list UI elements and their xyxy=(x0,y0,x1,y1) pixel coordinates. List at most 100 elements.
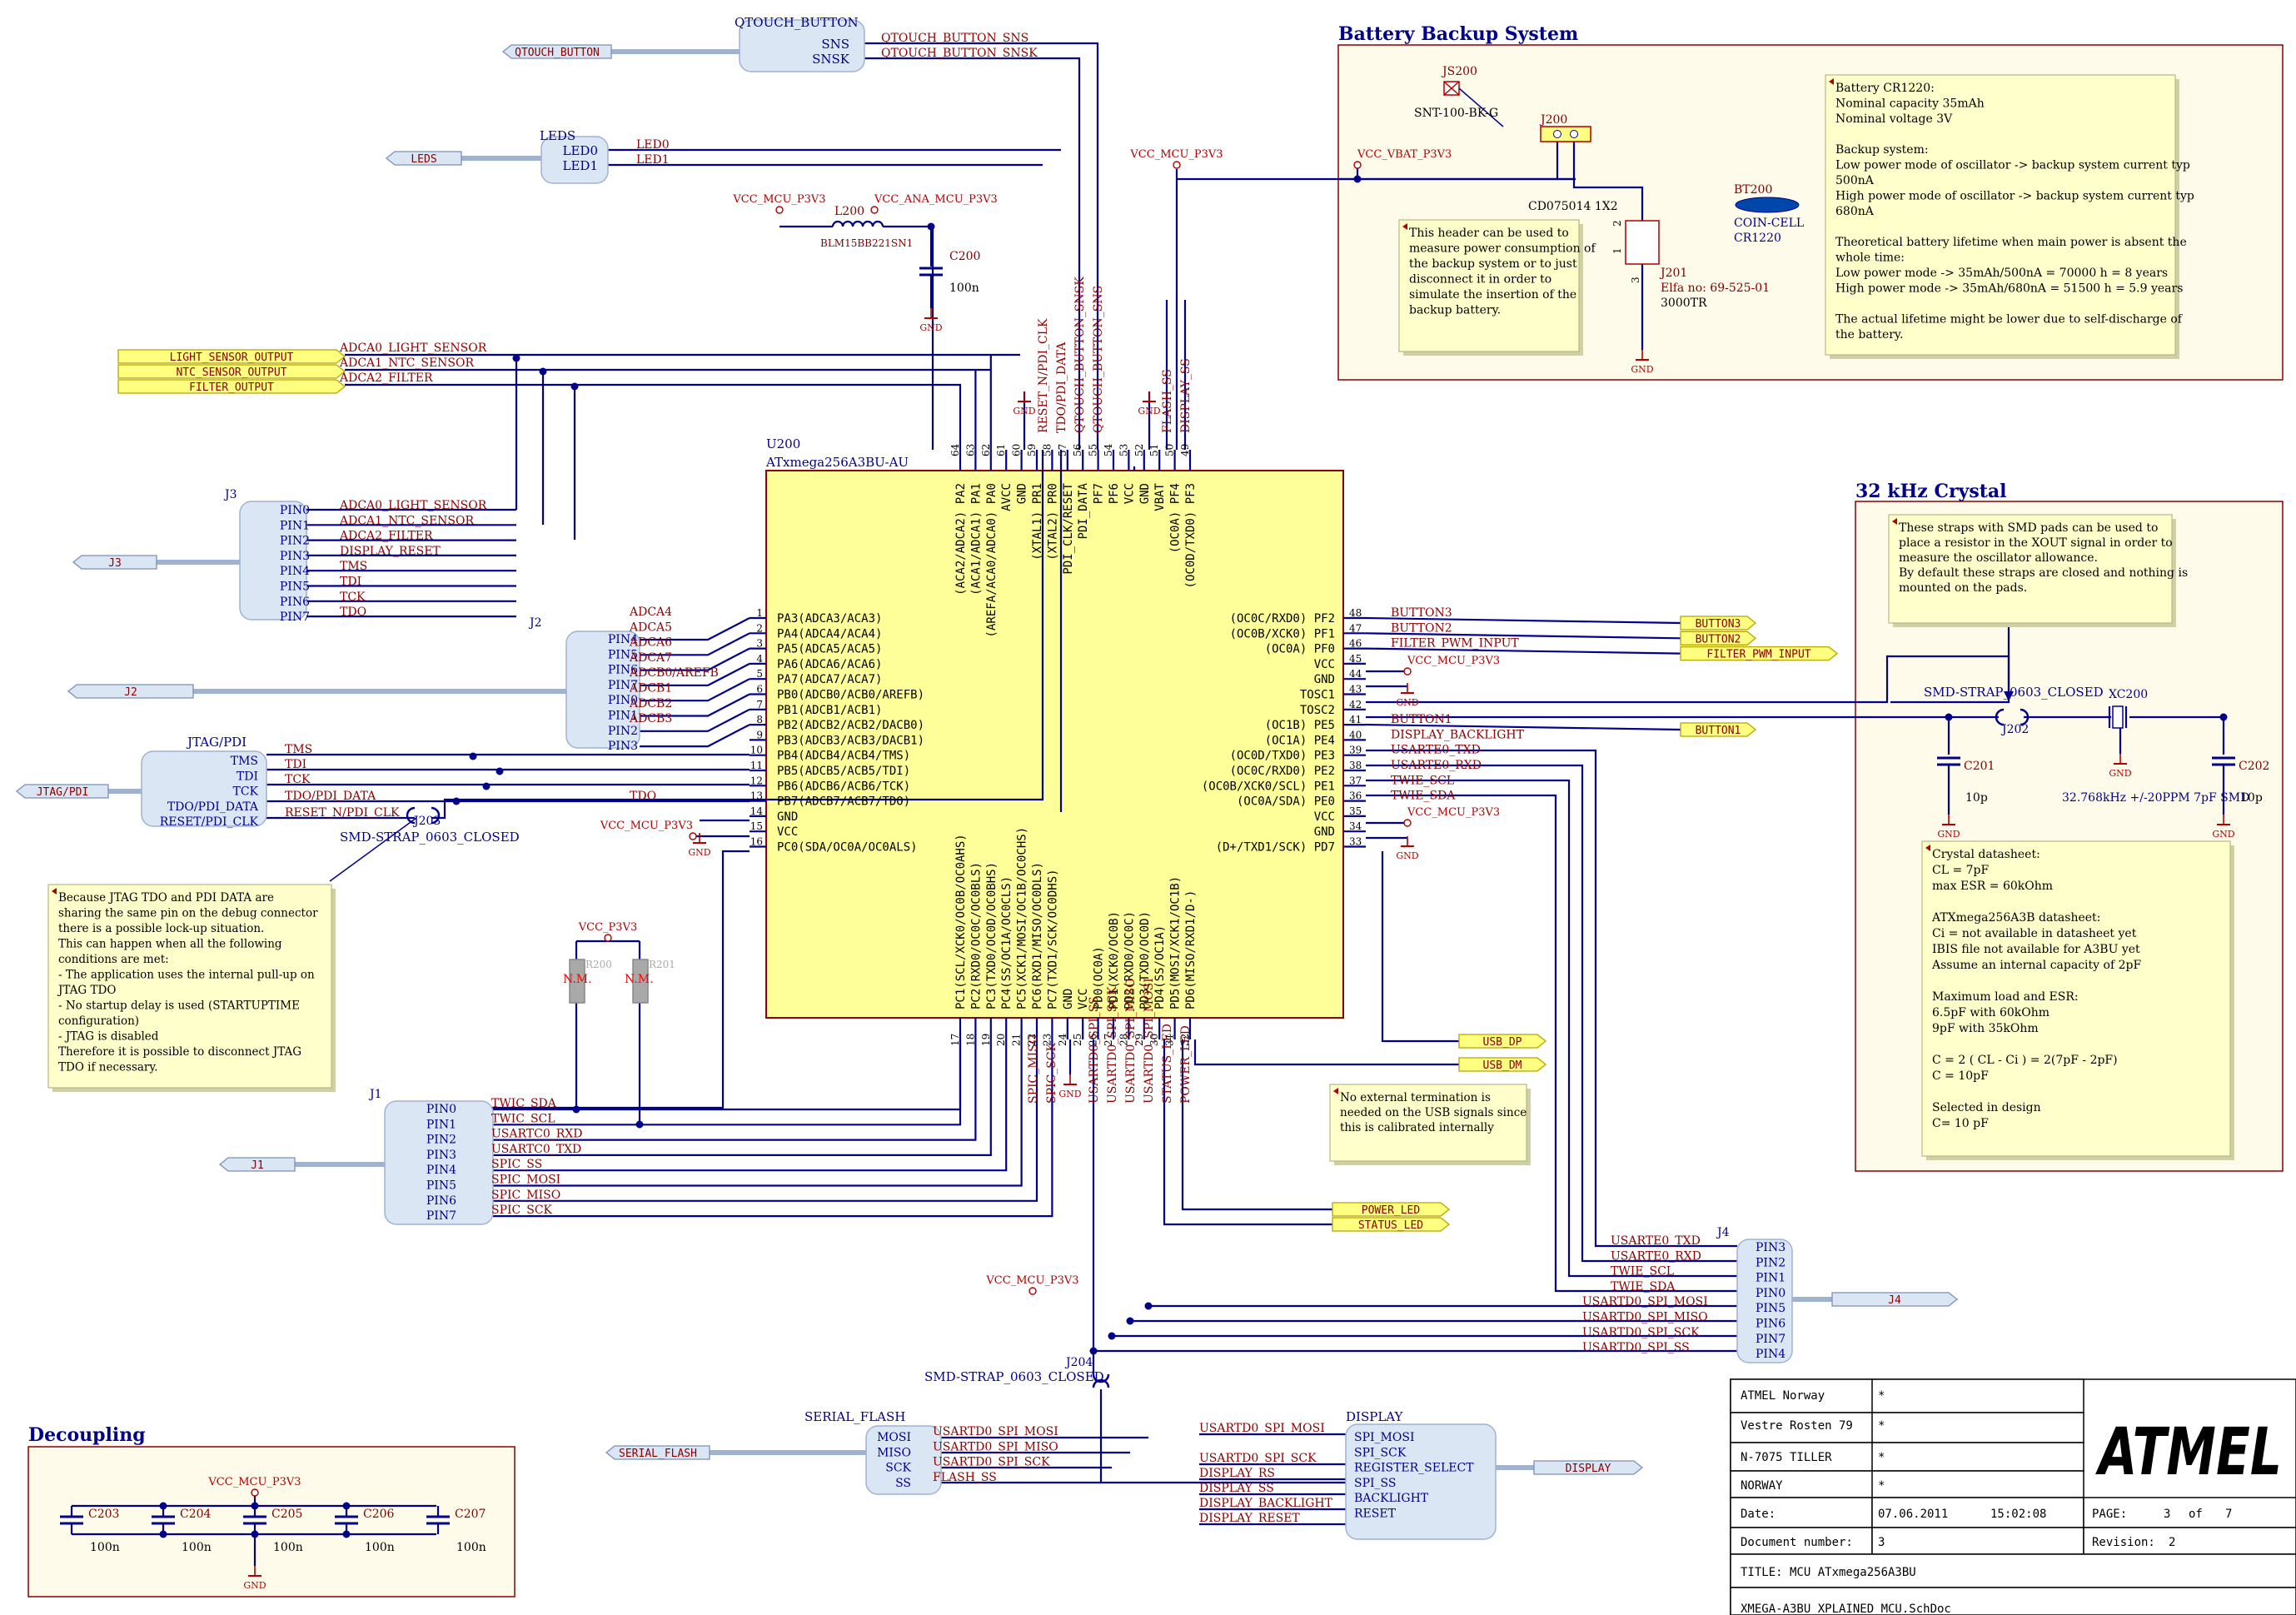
j3-net: TMS xyxy=(340,560,367,573)
harness-port xyxy=(1332,1202,1451,1217)
mcu-pin-number: 24 xyxy=(1057,1033,1068,1046)
leds-pin: LED1 xyxy=(563,158,598,173)
decoupling-cap-value: 100n xyxy=(273,1541,303,1554)
r201-value: N.M. xyxy=(625,973,654,986)
mcu-pin-number: 28 xyxy=(1118,1034,1129,1046)
jtag-net: TDI xyxy=(285,758,306,771)
leds-net: LED1 xyxy=(636,153,670,167)
j1-net: SPIC_MISO xyxy=(491,1189,560,1202)
decoupling-cap-ref: C203 xyxy=(88,1508,119,1521)
decoupling-cap-ref: C206 xyxy=(363,1508,395,1521)
jtag-pin: TDI xyxy=(237,770,258,783)
j200-ref: J200 xyxy=(1539,113,1567,127)
display-net: USARTD0_SPI_MOSI xyxy=(1199,1422,1325,1435)
bt200-body xyxy=(1735,197,1800,213)
flash-pin: SCK xyxy=(885,1462,911,1475)
j4-pin: PIN4 xyxy=(1756,1348,1786,1361)
bottom-net-label: USARTD0_SPI_SCK xyxy=(1106,986,1119,1104)
r200-ref: R200 xyxy=(585,959,612,970)
title-block-date: 07.06.2011 xyxy=(1878,1508,1948,1521)
harness-port xyxy=(1680,616,1757,631)
mcu-pin-number: 39 xyxy=(1349,745,1362,756)
jtag-net: TMS xyxy=(285,743,312,756)
mcu-pin-name: PB5(ADCB5/ACB5/TDI) xyxy=(777,765,910,778)
mcu-pin-number: 63 xyxy=(964,444,976,456)
junction-dot xyxy=(251,1502,259,1510)
mcu-pin-number: 64 xyxy=(949,443,961,456)
note-box xyxy=(1825,74,2176,356)
ground-label: GND xyxy=(1937,829,1960,840)
jtag-net: TDO/PDI_DATA xyxy=(285,790,376,803)
port-label: BUTTON1 xyxy=(1696,725,1741,737)
note-text: sharing the same pin on the debug connec… xyxy=(58,907,318,920)
flash-net: USARTD0_SPI_MISO xyxy=(933,1440,1058,1453)
wire xyxy=(493,1039,962,1126)
mcu-pin-name: PB1(ADCB1/ACB1) xyxy=(777,704,882,717)
port-label: SERIAL_FLASH xyxy=(619,1448,697,1460)
j201-body xyxy=(1625,220,1660,265)
junction-dot xyxy=(1945,713,1953,721)
mcu-pin-name: PA3(ADCA3/ACA3) xyxy=(777,612,882,626)
wire xyxy=(1443,81,1460,96)
harness-port xyxy=(1332,1217,1451,1232)
wire xyxy=(640,678,750,702)
arrow-head xyxy=(2004,691,2014,701)
mcu-pin-number: 49 xyxy=(1179,444,1191,456)
mcu-part: ATxmega256A3BU-AU xyxy=(765,455,909,470)
wire xyxy=(493,1039,1053,1218)
wire xyxy=(883,225,934,450)
j3-pin: PIN3 xyxy=(280,550,310,563)
display-pin: REGISTER_SELECT xyxy=(1354,1462,1474,1475)
note-text: measure power consumption of xyxy=(1409,242,1596,256)
j1-pin: PIN3 xyxy=(426,1149,456,1162)
display-net: DISPLAY_SS xyxy=(1199,1482,1274,1495)
c201-ref: C201 xyxy=(1964,760,1995,773)
j202-ref: J202 xyxy=(2000,723,2029,736)
decoupling-cap-ref: C205 xyxy=(271,1508,302,1521)
mcu-pin-number: 33 xyxy=(1349,836,1362,848)
mcu-pin-name: PD0(OC0A) xyxy=(1093,946,1106,1009)
wire xyxy=(640,647,750,671)
note-text: there is a possible lock-up situation. xyxy=(58,922,264,935)
j203-part: SMD-STRAP_0603_CLOSED xyxy=(340,830,520,845)
title-block-date-label: Date: xyxy=(1741,1508,1776,1521)
port-label: J3 xyxy=(108,557,122,570)
note-text: simulate the insertion of the xyxy=(1409,288,1576,302)
title-block-cell xyxy=(1730,1497,1873,1528)
power-port xyxy=(251,1488,259,1497)
mcu-pin-number: 60 xyxy=(1011,444,1023,456)
title-block-docnum: 3 xyxy=(1878,1536,1885,1549)
j200-part: CD075014 1X2 xyxy=(1528,200,1618,213)
inductor-coil xyxy=(871,220,884,227)
j3-pin: PIN0 xyxy=(280,504,310,517)
junction-dot xyxy=(570,382,579,391)
j1-pin: PIN7 xyxy=(426,1209,456,1223)
junction-dot xyxy=(1353,175,1362,183)
mcu-pin-name: PA7(ADCA7/ACA7) xyxy=(777,673,882,686)
mcu-pin-name: PD5(MOSI/XCK1/OC1B) xyxy=(1169,876,1183,1009)
mcu-pin-name: (ACA2/ADCA2) PA2 xyxy=(954,483,968,596)
power-label: VCC_MCU_P3V3 xyxy=(985,1274,1078,1287)
mcu-pin-number: 15 xyxy=(750,820,763,832)
note-text: the battery. xyxy=(1835,328,1903,341)
mcu-pin-name: PF7 xyxy=(1093,483,1106,504)
display-pin: RESET xyxy=(1354,1508,1397,1521)
mcu-pin-name: PC3(TXD0/OC0D/OC0BHS) xyxy=(985,862,999,1009)
decoupling-section-title: Decoupling xyxy=(28,1424,146,1446)
port-label: DISPLAY xyxy=(1566,1463,1611,1475)
j3-net: ADCA0_LIGHT_SENSOR xyxy=(339,499,487,512)
mcu-pin-number: 27 xyxy=(1103,1034,1114,1046)
strap-symbol xyxy=(1092,1378,1110,1388)
harness-port xyxy=(15,784,109,799)
flash-title: SERIAL_FLASH xyxy=(804,1409,905,1424)
strap-symbol xyxy=(1995,708,2005,726)
mcu-pin-number: 54 xyxy=(1103,443,1114,456)
note-text: Nominal voltage 3V xyxy=(1835,112,1953,126)
wire xyxy=(1572,142,1644,221)
harness-port xyxy=(1533,1460,1644,1475)
note-text: C= 10 pF xyxy=(1932,1117,1989,1130)
port-label: J4 xyxy=(1888,1294,1901,1307)
mcu-pin-name: PC4(SS/OC1A/OC0CLS) xyxy=(1000,876,1014,1009)
title-block-page-label: PAGE: xyxy=(2092,1508,2127,1521)
mcu-pin-name: PB2(ADCB2/ACB2/DACB0) xyxy=(777,719,924,732)
